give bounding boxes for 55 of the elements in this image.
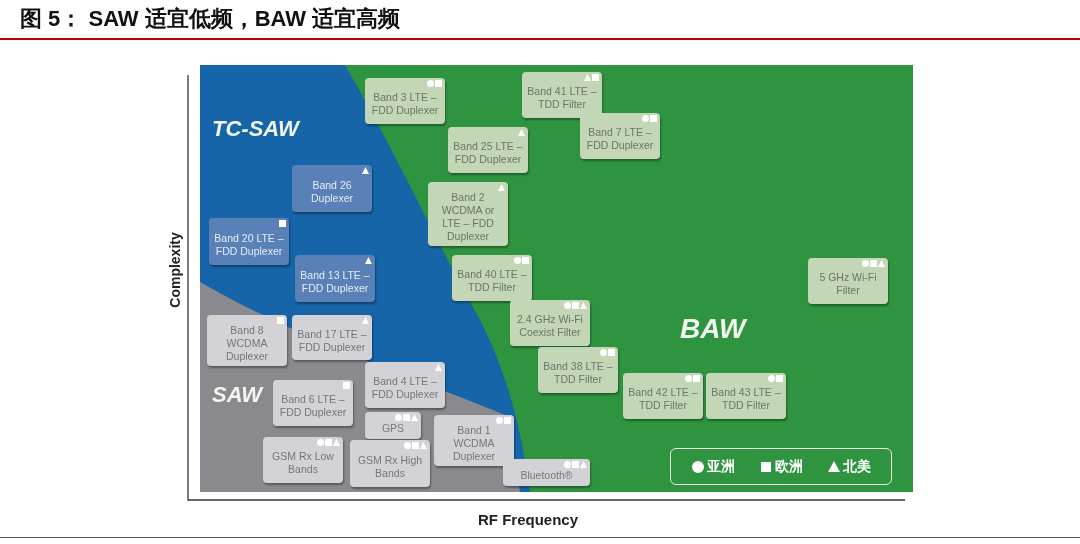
band-box: [428, 182, 508, 246]
band-box: [273, 380, 353, 426]
band-box: [706, 373, 786, 419]
axis-title: Complexity: [167, 231, 183, 310]
band-box: [263, 437, 343, 483]
box-text: Band 25 LTE – FDD Duplexer: [453, 140, 523, 166]
band-box: [292, 315, 372, 360]
figure-title: 图 5： SAW 适宜低频，BAW 适宜高频: [20, 5, 401, 33]
band-box: [452, 255, 532, 301]
legend-text: 亚洲: [706, 457, 735, 476]
box-text: Band 43 LTE – TDD Filter: [711, 386, 781, 412]
region-label: SAW: [212, 382, 263, 408]
box-text: Band 13 LTE – FDD Duplexer: [300, 268, 370, 295]
box-text: Band 20 LTE – FDD Duplexer: [214, 231, 284, 258]
band-box: [365, 78, 445, 124]
region-label: TC-SAW: [212, 116, 299, 142]
band-box: [580, 113, 660, 159]
band-box: [522, 72, 602, 118]
box-text: GSM Rx High Bands: [356, 453, 424, 480]
legend-text: 北美: [842, 457, 871, 476]
band-box: [365, 412, 421, 439]
box-text: Band 42 LTE – TDD Filter: [628, 386, 698, 412]
band-box: [510, 300, 590, 346]
band-box: [623, 373, 703, 419]
band-box: [292, 165, 372, 212]
box-text: 5 GHz Wi-Fi Filter: [818, 271, 878, 297]
band-box: [207, 315, 287, 366]
band-box: [295, 255, 375, 302]
box-text: 2.4 GHz Wi-Fi Coexist Filter: [516, 313, 584, 339]
band-box: [365, 362, 445, 408]
box-text: Band 6 LTE – FDD Duplexer: [278, 393, 348, 419]
box-text: GSM Rx Low Bands: [271, 450, 335, 476]
box-text: GPS: [381, 422, 405, 435]
axis-title: RF Frequency: [478, 511, 579, 528]
box-text: Band 38 LTE – TDD Filter: [543, 360, 613, 386]
box-text: Band 8 WCDMA Duplexer: [225, 324, 269, 363]
band-box: [350, 440, 430, 487]
box-text: Band 40 LTE – TDD Filter: [457, 268, 527, 294]
box-text: Band 2 WCDMA or LTE – FDD Duplexer: [440, 191, 496, 243]
band-box: [209, 218, 289, 265]
legend-text: 欧洲: [774, 457, 803, 476]
box-text: Band 17 LTE – FDD Duplexer: [297, 327, 367, 354]
band-box: [808, 258, 888, 304]
box-text: Band 4 LTE – FDD Duplexer: [370, 375, 440, 401]
box-text: Band 26 Duplexer: [310, 178, 354, 205]
box-text: Bluetooth®: [520, 469, 573, 482]
band-box: [538, 347, 618, 393]
box-text: Band 1 WCDMA Duplexer: [452, 424, 496, 463]
band-box: [448, 127, 528, 173]
band-box: [434, 415, 514, 466]
box-text: Band 7 LTE – FDD Duplexer: [585, 126, 655, 152]
region-label: BAW: [680, 313, 746, 345]
box-text: Band 41 LTE – TDD Filter: [527, 85, 597, 111]
band-box: [503, 459, 590, 486]
box-text: Band 3 LTE – FDD Duplexer: [370, 91, 440, 117]
